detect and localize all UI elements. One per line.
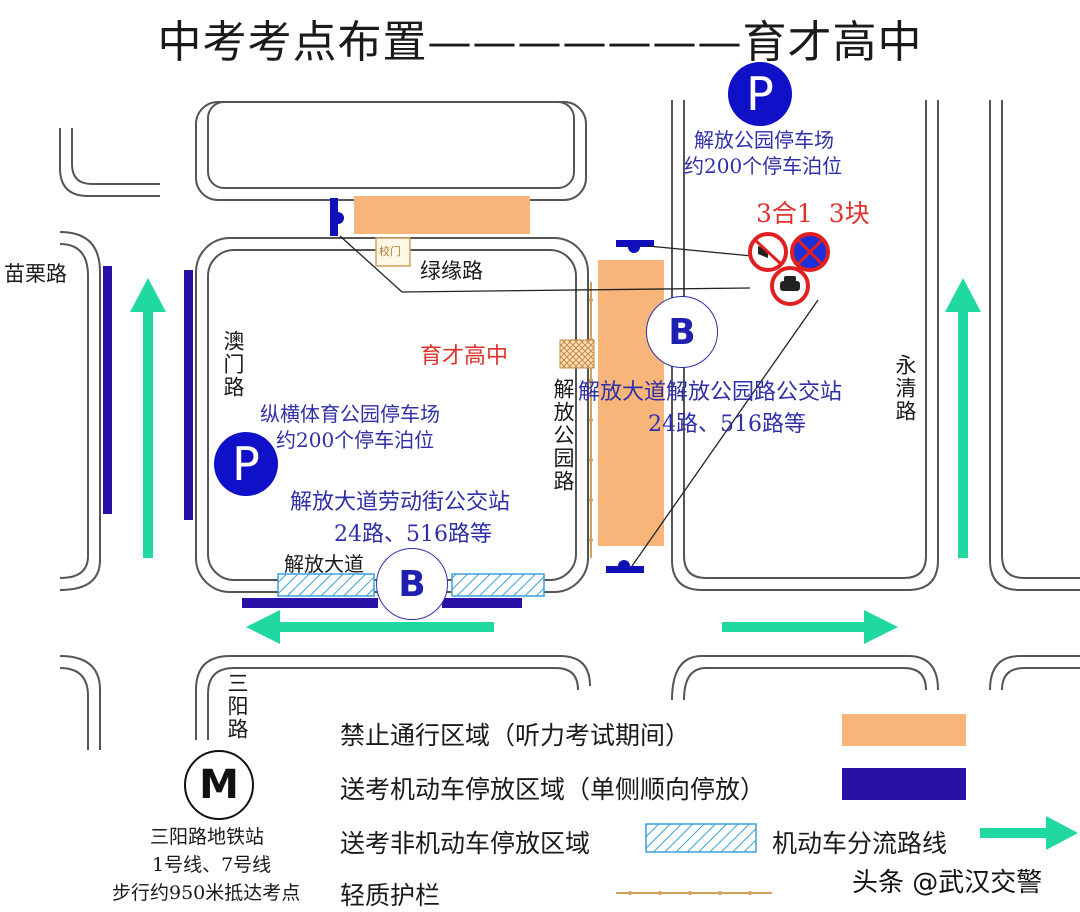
motor-parking-miaoli [103, 266, 112, 514]
road-label-miaoli: 苗栗路 [4, 262, 67, 286]
bus-stop-right-routes: 24路、516路等 [648, 412, 806, 437]
bus-stop-left-symbol[interactable]: B [376, 548, 448, 620]
school-gate [375, 237, 411, 267]
legend-diversion: 机动车分流路线 [772, 829, 948, 858]
closed-zone-jiefang-gongyuan [598, 260, 664, 546]
legend-swatch-guardrail [616, 891, 772, 895]
legend-swatch-diversion [980, 816, 1078, 850]
map-title: 中考考点布置———————育才高中 [157, 17, 923, 68]
parking-top-name: 解放公园停车场 [694, 128, 834, 152]
legend-motor-parking: 送考机动车停放区域（单侧顺向停放） [340, 775, 766, 804]
block-south-far-east [989, 655, 1080, 691]
block-west [59, 231, 101, 591]
no-car-icon [770, 266, 810, 306]
parking-left-name: 纵横体育公园停车场 [260, 402, 440, 426]
nonmotor-parking-west [277, 573, 375, 597]
sign-leader-lines [339, 235, 819, 567]
road-label-aomen: 澳门路 [221, 330, 245, 399]
nonmotor-parking-east [559, 339, 595, 369]
bus-stop-right-name: 解放大道解放公园路公交站 [578, 380, 843, 405]
parking-left-capacity: 约200个停车泊位 [276, 428, 435, 452]
block-south-east [671, 655, 939, 701]
legend-guardrail: 轻质护栏 [340, 881, 441, 910]
metro-lines: 1号线、7号线 [152, 854, 272, 876]
metro-walk: 步行约950米抵达考点 [112, 882, 301, 904]
road-label-jiefang-gongyuan: 解放公园路 [551, 378, 575, 493]
school-name: 育才高中 [420, 344, 509, 369]
sign-note: 3合1 3块 [756, 199, 870, 228]
no-parking-icon [790, 232, 830, 272]
closed-zone-lvyuan [354, 196, 530, 234]
road-label-lvyuan: 绿缘路 [420, 259, 483, 283]
parking-top-capacity: 约200个停车泊位 [684, 154, 843, 178]
road-label-yongqing: 永清路 [893, 354, 917, 423]
legend-nonmotor-parking: 送考非机动车停放区域 [340, 829, 591, 858]
block-south [195, 655, 591, 740]
bus-stop-right-symbol[interactable]: B [646, 296, 718, 368]
gate-label: 校门 [379, 245, 401, 258]
bus-stop-left-name: 解放大道劳动街公交站 [290, 490, 511, 515]
legend-swatch-motor [842, 768, 966, 800]
block-top-left [59, 128, 160, 197]
road-label-sanyang: 三阳路 [225, 672, 249, 741]
diversion-arrows [130, 278, 981, 644]
parking-top-symbol[interactable]: P [728, 62, 792, 126]
road-label-jiefang-dadao: 解放大道 [284, 552, 364, 576]
watermark: 头条 @武汉交警 [852, 868, 1043, 898]
metro-station-name: 三阳路地铁站 [150, 826, 265, 848]
metro-symbol[interactable]: M [184, 750, 254, 820]
no-horn-icon [748, 232, 788, 272]
bus-stop-left-routes: 24路、516路等 [334, 522, 492, 547]
parking-left-symbol[interactable]: P [214, 432, 278, 496]
legend-swatch-closed [842, 714, 966, 746]
block-south-west [59, 655, 101, 750]
motor-parking-jiefang-west [242, 598, 378, 608]
block-north [195, 101, 587, 201]
legend-swatch-nonmotor [645, 823, 757, 853]
motor-parking-aomen [184, 270, 193, 520]
nonmotor-parking-east-2 [451, 573, 545, 597]
block-east [671, 100, 939, 591]
motor-parking-jiefang-east [442, 598, 522, 608]
sign-stands [330, 198, 654, 573]
block-far-east [989, 100, 1080, 591]
legend-closed-zone: 禁止通行区域（听力考试期间） [340, 721, 691, 750]
